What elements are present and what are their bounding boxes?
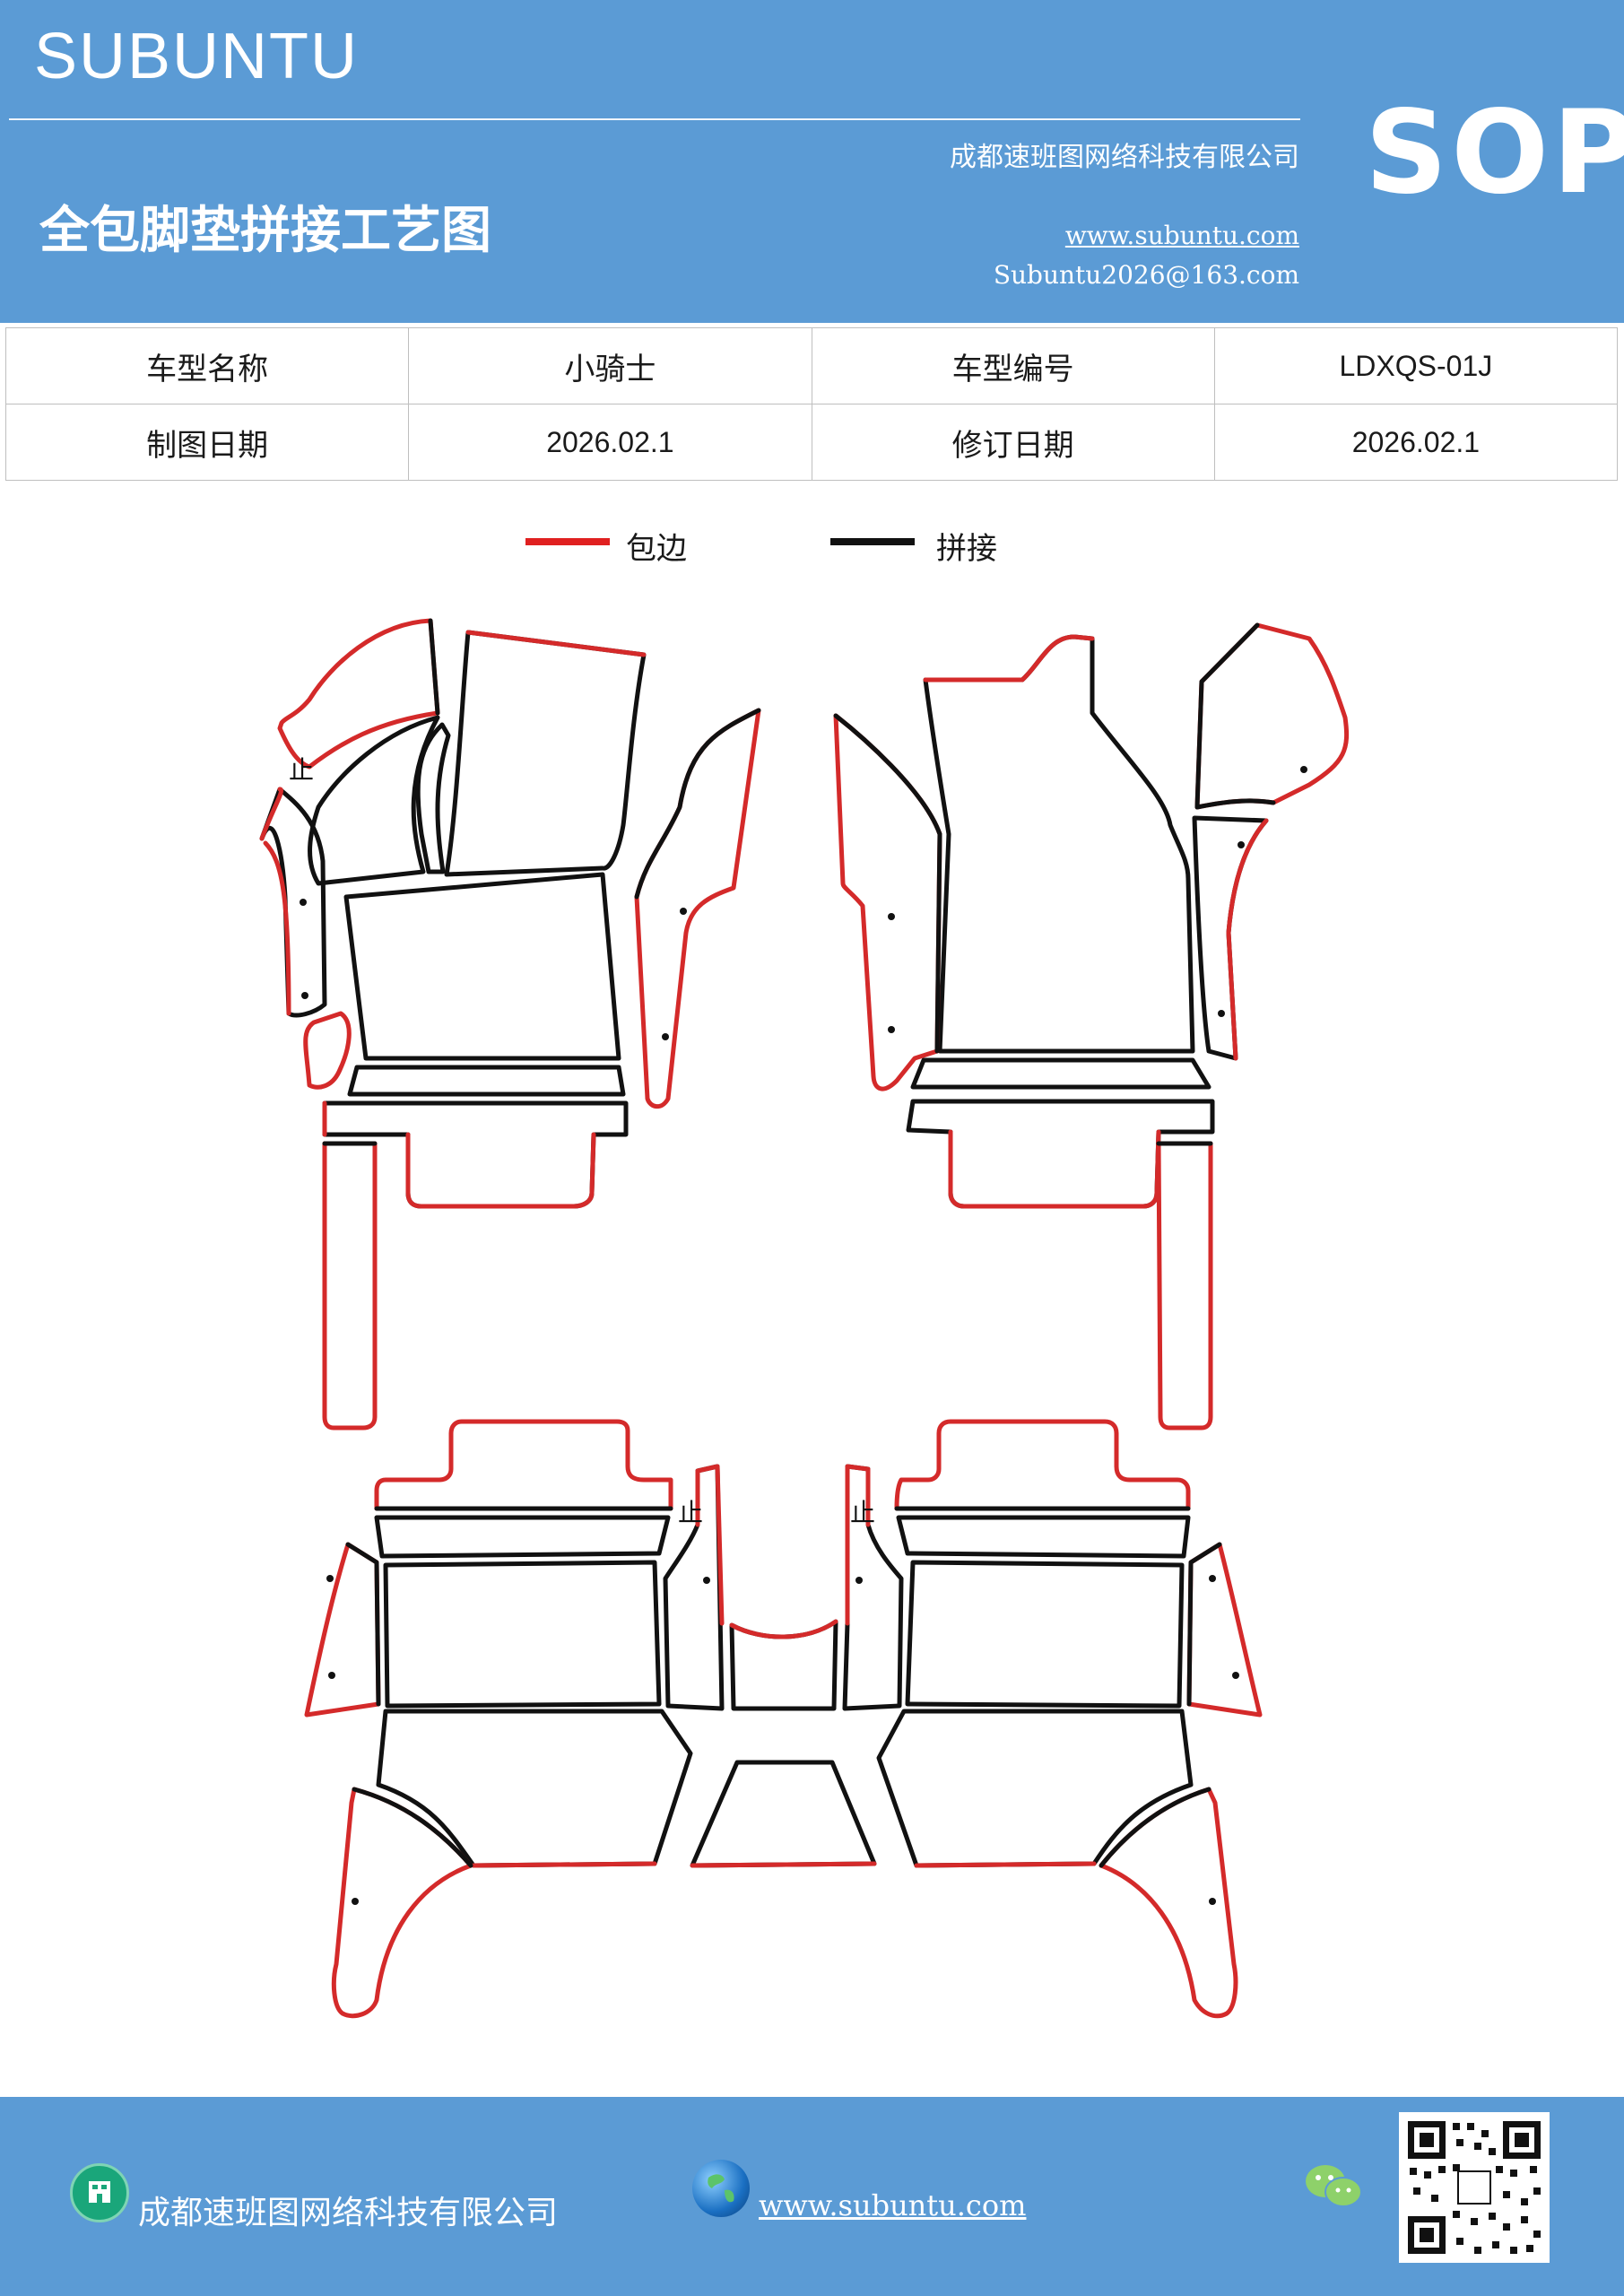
model-name-value: 小骑士: [408, 327, 812, 404]
qr-code[interactable]: [1399, 2112, 1550, 2263]
brand-name: SUBUNTU: [34, 21, 360, 92]
mat-piece: [910, 1057, 1211, 1090]
mat-piece: [277, 618, 440, 770]
header-email: Subuntu2026@163.com: [993, 260, 1299, 290]
mat-piece: [1156, 1141, 1213, 1431]
header-company: 成都速班图网络科技有限公司: [950, 142, 1299, 173]
mat-piece: [905, 1560, 1185, 1709]
revise-date-value: 2026.02.1: [1213, 404, 1619, 481]
mat-piece: [376, 1709, 693, 1868]
mat-piece: [923, 634, 1195, 1054]
info-table: 车型名称 小骑士 车型编号 LDXQS-01J 制图日期 2026.02.1 修…: [4, 327, 1619, 481]
rear-mats: [304, 1419, 1263, 2019]
document-title: 全包脚垫拼接工艺图: [39, 201, 491, 260]
legend-seam-label: 拼接: [936, 531, 997, 567]
front-left-mats: [259, 618, 761, 1431]
footer-company: 成都速班图网络科技有限公司: [138, 2195, 559, 2231]
table-row: 车型名称 小骑士 车型编号 LDXQS-01J: [4, 327, 1619, 404]
model-code-label: 车型编号: [811, 327, 1215, 404]
mat-piece: [634, 708, 761, 1109]
globe-icon: [692, 2160, 750, 2217]
mat-piece: [906, 1099, 1215, 1209]
mat-piece: [1194, 622, 1350, 810]
page-footer: 成都速班图网络科技有限公司 www.subuntu.com: [0, 2097, 1624, 2296]
mat-piece: [383, 1560, 662, 1709]
stop-mark: 止: [289, 755, 314, 785]
mat-piece: [374, 1419, 673, 1511]
legend-seam-swatch: [830, 538, 915, 545]
mat-piece: [322, 1141, 378, 1431]
mat-piece: [347, 1065, 626, 1097]
building-icon: [70, 2163, 129, 2222]
legend: 包边 拼接: [0, 524, 1624, 578]
sop-badge: SOP: [1365, 86, 1624, 220]
front-right-mats: [833, 622, 1350, 1431]
mat-piece: [415, 722, 451, 874]
page-header: SUBUNTU 成都速班图网络科技有限公司 全包脚垫拼接工艺图 www.subu…: [0, 0, 1624, 323]
mat-piece: [308, 715, 440, 886]
wechat-icon[interactable]: [1302, 2160, 1365, 2213]
revise-date-label: 修订日期: [811, 404, 1215, 481]
mat-piece: [444, 630, 647, 877]
stop-mark: 止: [678, 1498, 703, 1527]
legend-edge-label: 包边: [626, 531, 687, 567]
model-name-label: 车型名称: [4, 327, 410, 404]
mat-piece: [833, 713, 942, 1091]
mat-piece: [690, 1760, 877, 1868]
footer-website-link[interactable]: www.subuntu.com: [759, 2188, 1027, 2222]
model-code-value: LDXQS-01J: [1213, 327, 1619, 404]
mat-piece: [1186, 1542, 1263, 1718]
mat-piece: [259, 787, 327, 1018]
table-row: 制图日期 2026.02.1 修订日期 2026.02.1: [4, 404, 1619, 481]
mat-piece: [663, 1464, 725, 1711]
mat-piece: [343, 872, 621, 1061]
mat-piece: [894, 1419, 1191, 1511]
mat-piece: [322, 1100, 629, 1209]
mat-piece: [876, 1709, 1194, 1868]
mat-piece: [304, 1542, 381, 1718]
draw-date-label: 制图日期: [4, 404, 410, 481]
mat-piece: [303, 1011, 352, 1090]
legend-edge-swatch: [525, 538, 610, 545]
header-divider: [9, 118, 1300, 120]
mat-piece: [374, 1515, 671, 1559]
header-website-link[interactable]: www.subuntu.com: [1064, 221, 1299, 250]
stop-mark: 止: [850, 1498, 875, 1527]
mat-piece: [896, 1515, 1191, 1559]
draw-date-value: 2026.02.1: [408, 404, 812, 481]
